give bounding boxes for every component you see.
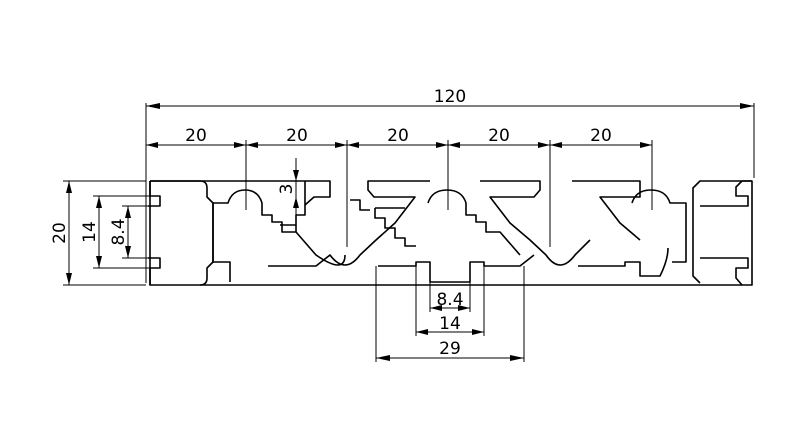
dim-label-20: 20 <box>50 222 70 244</box>
dim-pitch-row: 20 20 20 20 20 <box>146 126 652 148</box>
arrow-29-l <box>376 355 390 361</box>
arrow-3-top <box>293 170 299 181</box>
arrow-p4-l <box>538 142 550 148</box>
slot-chamber-4 <box>480 180 591 266</box>
dim-label-120: 120 <box>434 87 466 107</box>
arrow-p0-r <box>146 142 158 148</box>
arrow-84c-r <box>458 305 470 311</box>
arrow-p3-r <box>448 142 460 148</box>
dim-label-29: 29 <box>439 339 461 359</box>
dim-label-pitch-5: 20 <box>590 126 612 146</box>
slot-chamber-1 <box>212 189 346 282</box>
dim-bottom-center: 8.4 14 29 <box>375 262 525 362</box>
arrow-14c-l <box>416 329 428 335</box>
arrow-20-bot <box>66 273 72 285</box>
arrow-p1-l <box>234 142 246 148</box>
arrow-14c-r <box>472 329 484 335</box>
inner-steps-left <box>280 199 370 232</box>
arrow-right <box>740 103 754 109</box>
dim-label-14-center: 14 <box>439 314 461 334</box>
outer-contour <box>149 180 753 286</box>
arrow-84c-l <box>430 305 442 311</box>
dim-left-verticals: 20 14 8.4 <box>50 180 160 286</box>
dim-label-pitch-2: 20 <box>286 126 308 146</box>
arrow-84-bot <box>125 246 131 258</box>
dim-overall-width: 120 <box>146 87 754 109</box>
dim-lip-thickness: 3 <box>277 158 299 222</box>
center-lines <box>145 103 755 283</box>
slot-chamber-3 <box>374 189 521 256</box>
dim-label-3: 3 <box>277 184 297 195</box>
arrow-84-top <box>125 206 131 218</box>
dim-label-8-4-left: 8.4 <box>109 218 129 245</box>
arrow-29-r <box>510 355 524 361</box>
arrow-14-top <box>96 196 102 208</box>
arrow-14-bot <box>96 256 102 268</box>
arrow-p3-l <box>436 142 448 148</box>
arrow-p5-l <box>640 142 652 148</box>
slot-chamber-2 <box>268 180 430 267</box>
dim-label-pitch-1: 20 <box>185 126 207 146</box>
right-end-slot <box>700 180 752 286</box>
slot-chamber-5 <box>572 180 687 277</box>
dim-label-14-left: 14 <box>80 221 100 243</box>
arrow-3-bottom <box>293 197 299 208</box>
dim-label-pitch-4: 20 <box>488 126 510 146</box>
left-end-slot <box>148 180 214 286</box>
profile-outline <box>148 180 753 286</box>
arrow-p1-r <box>246 142 258 148</box>
arrow-p2-r <box>347 142 359 148</box>
center-t-slot <box>378 254 535 283</box>
arrow-20-top <box>66 181 72 193</box>
arrow-left <box>146 103 160 109</box>
arrow-p4-r <box>550 142 562 148</box>
arrow-p2-l <box>335 142 347 148</box>
dim-label-8-4-center: 8.4 <box>436 290 463 310</box>
dim-label-pitch-3: 20 <box>387 126 409 146</box>
